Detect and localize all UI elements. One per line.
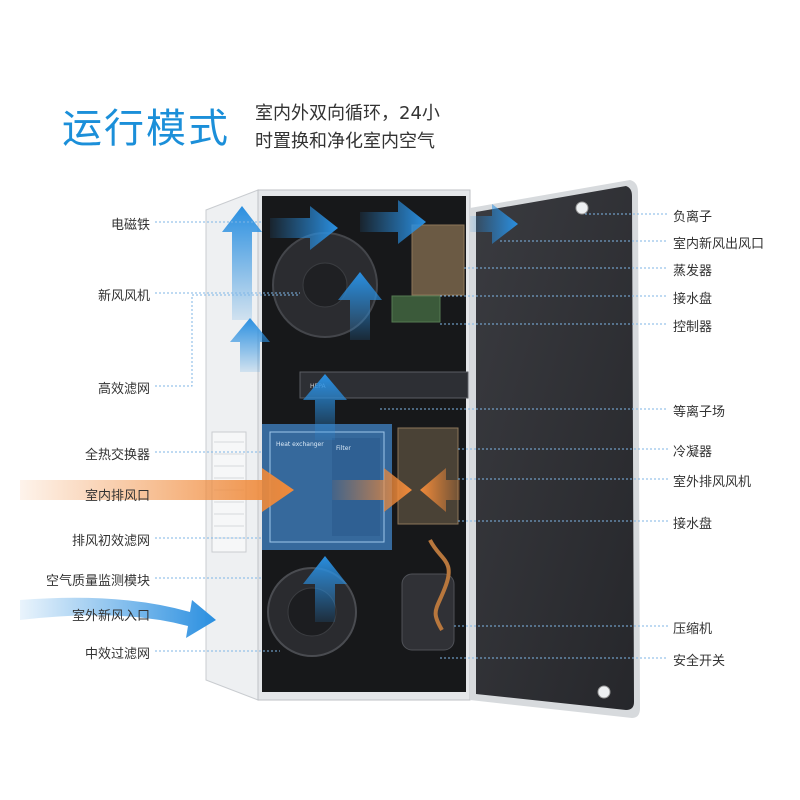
- fresh-air-arrows: [20, 200, 518, 638]
- panel-screw-bottom: [597, 685, 611, 699]
- arrow-up-fan: [338, 272, 382, 340]
- left-leader-lines: [155, 221, 300, 652]
- label-indoor-fresh-air-outlet: 室内新风出风口: [673, 237, 765, 252]
- label-exhaust-primary-filter: 排风初效滤网: [71, 534, 150, 549]
- label-indoor-exhaust-inlet: 室内排风口: [84, 489, 150, 504]
- label-controller: 控制器: [673, 320, 713, 335]
- title: 运行模式: [62, 106, 230, 152]
- arrow-up-mid: [303, 374, 347, 440]
- label-medium-filter: 中效过滤网: [84, 647, 150, 662]
- arrow-exhaust-left: [420, 468, 460, 512]
- subtitle-line-1: 室内外双向循环，24小: [255, 103, 440, 124]
- label-outdoor-fresh-air-inlet: 室外新风入口: [71, 609, 150, 624]
- unit-interior: Heat exchanger Filter HEPA: [262, 196, 469, 692]
- label-fresh-air-fan: 新风风机: [97, 289, 150, 304]
- arrow-right-top-1: [270, 206, 338, 250]
- label-hepa-filter: 高效滤网: [97, 382, 150, 397]
- label-negative-ion: 负离子: [673, 210, 713, 225]
- label-condenser: 冷凝器: [673, 445, 713, 460]
- arrow-up-bottom: [303, 556, 347, 622]
- label-drain-pan-bottom: 接水盘: [673, 517, 713, 532]
- evaporator-shape: [411, 224, 465, 296]
- label-evaporator: 蒸发器: [673, 264, 713, 279]
- arrow-exhaust-mid: [332, 468, 412, 512]
- label-safety-switch: 安全开关: [673, 654, 726, 669]
- label-compressor: 压缩机: [673, 622, 713, 637]
- exhaust-arrows: [20, 468, 460, 512]
- subtitle-line-2: 时置换和净化室内空气: [255, 131, 435, 152]
- label-electromagnet: 电磁铁: [110, 218, 150, 233]
- arrow-right-top-2: [360, 200, 426, 244]
- filter-label: Filter: [336, 445, 351, 452]
- label-drain-pan-top: 接水盘: [673, 292, 713, 307]
- label-air-quality-module: 空气质量监测模块: [45, 574, 150, 589]
- label-heat-exchanger: 全热交换器: [84, 448, 150, 463]
- arrow-up-left: [222, 206, 262, 320]
- subtitle: 室内外双向循环，24小 时置换和净化室内空气: [255, 100, 440, 156]
- right-leader-lines: [380, 213, 668, 659]
- controller-shape: [391, 295, 441, 323]
- panel-screw-top: [575, 201, 589, 215]
- arrow-up-left-2: [230, 318, 270, 372]
- arrow-outdoor-inlet: [20, 597, 216, 638]
- label-plasma-field: 等离子场: [673, 405, 726, 420]
- exchanger-label: Heat exchanger: [276, 441, 324, 448]
- condenser-shape: [397, 427, 459, 525]
- arrow-right-top-3: [470, 204, 518, 244]
- arrow-indoor-exhaust: [20, 468, 294, 512]
- label-outdoor-exhaust-fan: 室外排风风机: [673, 475, 752, 490]
